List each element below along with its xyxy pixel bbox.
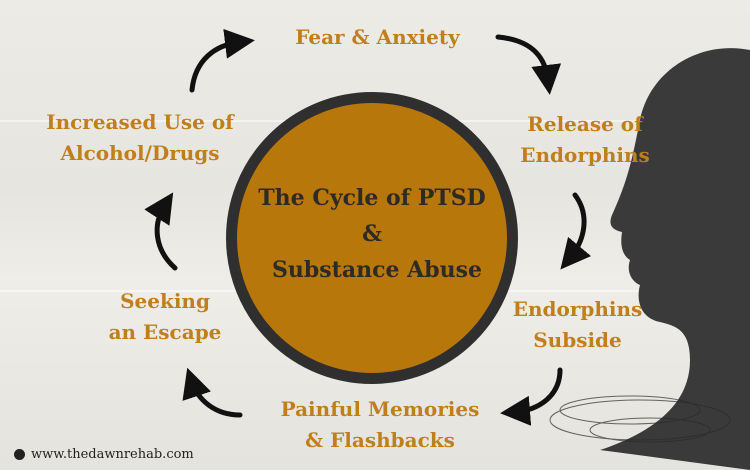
step-text: Endorphins (512, 297, 643, 321)
title-line-2: & (362, 221, 382, 247)
footer: www.thedawnrehab.com (14, 447, 194, 462)
step-increased-use: Increased Use of Alcohol/Drugs (35, 107, 245, 169)
arrow-3 (500, 367, 563, 426)
step-text: Endorphins (520, 143, 650, 167)
step-text: an Escape (108, 320, 222, 344)
center-circle: The Cycle of PTSD & Substance Abuse (226, 92, 518, 384)
step-text: Seeking (120, 289, 210, 313)
arrow-6 (189, 28, 255, 93)
title-line-3: Substance Abuse (272, 257, 482, 283)
globe-icon (14, 449, 25, 460)
step-text: Release of (527, 112, 643, 136)
step-fear-anxiety: Fear & Anxiety (290, 22, 465, 53)
step-text: Increased Use of (46, 110, 234, 134)
step-text: Painful Memories (280, 397, 480, 421)
step-text: Fear & Anxiety (295, 25, 460, 49)
step-seeking-escape: Seeking an Escape (95, 286, 235, 348)
step-release-endorphins: Release of Endorphins (515, 109, 655, 171)
arrow-5 (144, 192, 178, 271)
step-text: Subside (533, 328, 622, 352)
arrow-1 (495, 34, 562, 95)
title-line-1: The Cycle of PTSD (258, 185, 486, 211)
website-url: www.thedawnrehab.com (31, 447, 194, 462)
step-painful-memories: Painful Memories & Flashbacks (265, 394, 495, 456)
step-endorphins-subside: Endorphins Subside (505, 294, 650, 356)
arrow-4 (182, 367, 243, 418)
step-text: & Flashbacks (305, 428, 455, 452)
arrow-2 (560, 192, 592, 270)
step-text: Alcohol/Drugs (60, 141, 220, 165)
